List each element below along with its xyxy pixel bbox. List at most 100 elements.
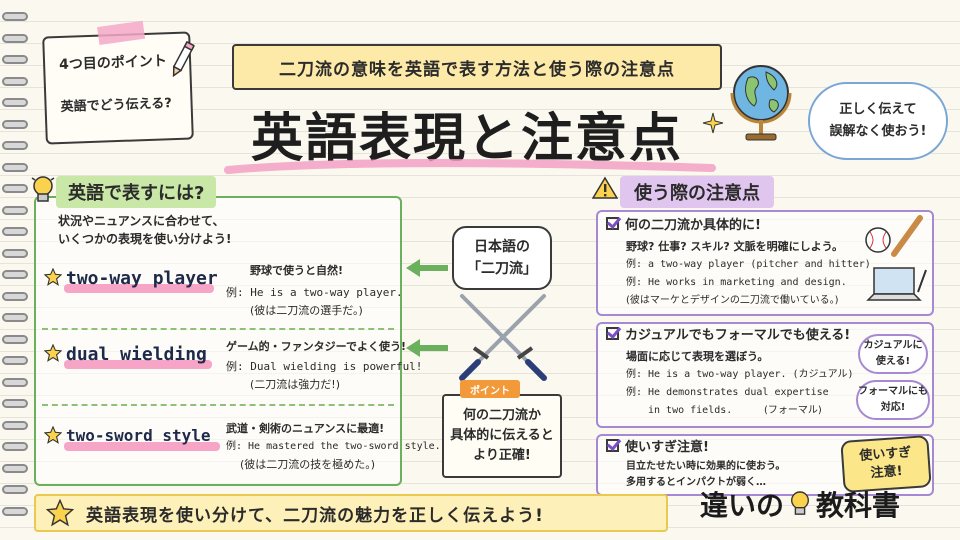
binding-ring xyxy=(2,55,28,64)
advice-bubble: 正しく伝えて 誤解なく使おう! xyxy=(808,82,948,160)
box2-line-1: 場面に応じて表現を選ぼう。 xyxy=(626,350,769,363)
binding-ring xyxy=(2,356,28,365)
binding-ring xyxy=(2,205,28,215)
logo-left: 違いの xyxy=(700,489,785,522)
divider xyxy=(42,328,394,330)
box2-title: カジュアルでもフォーマルでも使える! xyxy=(606,326,850,346)
term-highlight xyxy=(64,360,212,369)
box2-line-4-tag: (フォーマル) xyxy=(764,405,822,416)
binding-ring xyxy=(2,141,28,150)
box3-line-2: 多用するとインパクトが弱く… xyxy=(626,477,766,488)
left-heading-text: 英語で表すには? xyxy=(68,183,205,204)
japanese-term-label: 日本語の 「二刀流」 xyxy=(452,226,552,290)
binding-ring xyxy=(2,463,28,473)
binding-ring xyxy=(2,442,28,451)
left-intro: 状況やニュアンスに合わせて、 いくつかの表現を使い分けよう! xyxy=(58,212,231,248)
warning-icon xyxy=(592,176,618,199)
box3-title: 使いすぎ注意! xyxy=(606,438,709,458)
binding-ring xyxy=(2,420,28,430)
cloud1-line-1: カジュアルに xyxy=(863,340,923,351)
crossed-swords-icon xyxy=(459,294,547,381)
binding-ring xyxy=(2,248,28,258)
sparkle-icon xyxy=(702,112,724,134)
label-line-2: 「二刀流」 xyxy=(467,261,537,277)
point-tag: ポイント xyxy=(460,380,520,398)
binding-ring xyxy=(2,485,28,494)
box1-title: 何の二刀流か具体的に! xyxy=(606,216,761,236)
term-two-way-player: two-way player xyxy=(66,268,218,289)
box1-line-4: (彼はマーケとデザインの二刀流で働いている。) xyxy=(626,295,839,306)
page-title: 英語表現と注意点 xyxy=(250,108,683,169)
point-line-1: 何の二刀流か xyxy=(462,408,541,423)
divider xyxy=(42,404,394,406)
box1-line-1: 野球? 仕事? スキル? 文脈を明確にしよう。 xyxy=(626,240,843,253)
binding-ring xyxy=(2,98,28,107)
binding-ring xyxy=(2,76,28,86)
laptop-icon xyxy=(866,267,927,301)
term-1-note: 野球で使うと自然! xyxy=(250,262,343,280)
term-1-translation: (彼は二刀流の選手だ。) xyxy=(250,304,363,317)
label-line-1: 日本語の xyxy=(474,239,530,255)
footer-message: 英語表現を使い分けて、二刀流の魅力を正しく伝えよう! xyxy=(34,494,668,532)
term-3-note: 武道・剣術のニュアンスに最適! xyxy=(226,420,384,438)
logo-right: 教科書 xyxy=(816,489,901,522)
left-heading: 英語で表すには? xyxy=(56,176,217,208)
binding-ring xyxy=(2,399,28,408)
star-icon xyxy=(44,426,62,444)
box2-title-text: カジュアルでもフォーマルでも使える! xyxy=(625,328,851,343)
binding-ring xyxy=(2,119,28,129)
casual-cloud: カジュアルに 使える! xyxy=(858,334,928,374)
sticky-line-2: 英語でどう伝える? xyxy=(60,96,172,116)
term-3-example: 例: He mastered the two-sword style. xyxy=(226,441,441,452)
box1-line-2: 例: a two-way player (pitcher and hitter) xyxy=(626,259,871,270)
baseball-bat-icon xyxy=(865,215,923,257)
box2-line-4: in two fields. xyxy=(648,405,733,416)
bubble-line-2: 誤解なく使おう! xyxy=(829,124,927,139)
point-sticky-note: 4つ目のポイント 英語でどう伝える? xyxy=(42,20,196,145)
binding-ring xyxy=(2,270,28,279)
binding-ring xyxy=(2,313,28,322)
arrow-left-icon xyxy=(406,259,448,277)
term-two-sword-style: two-sword style xyxy=(66,426,211,445)
star-icon xyxy=(44,268,62,286)
subtitle-banner: 二刀流の意味を英語で表す方法と使う際の注意点 xyxy=(232,44,722,90)
intro-line-2: いくつかの表現を使い分けよう! xyxy=(58,232,232,246)
binding-ring xyxy=(2,291,28,301)
term-2-example: 例: Dual wielding is powerful! xyxy=(226,360,423,373)
term-3-note-text: 武道・剣術のニュアンスに最適! xyxy=(226,422,385,435)
english-expressions-panel xyxy=(34,196,402,486)
pencil-icon xyxy=(172,40,196,78)
term-1-note-text: 野球で使うと自然! xyxy=(250,264,344,277)
lightbulb-icon xyxy=(791,491,810,515)
term-2-note: ゲーム的・ファンタジーでよく使う! xyxy=(226,338,406,356)
footer-message-text: 英語表現を使い分けて、二刀流の魅力を正しく伝えよう! xyxy=(86,505,544,526)
box3-title-text: 使いすぎ注意! xyxy=(625,440,709,455)
binding-ring xyxy=(2,184,28,193)
checkbox-icon xyxy=(606,217,619,230)
globe-icon xyxy=(730,65,792,141)
tape-decoration xyxy=(97,20,146,45)
box1-line-3: 例: He works in marketing and design. xyxy=(626,277,847,288)
term-1-example: 例: He is a two-way player. xyxy=(226,286,403,299)
term-3-translation: (彼は二刀流の技を極めた。) xyxy=(240,458,376,471)
binding-ring xyxy=(2,12,28,21)
term-highlight xyxy=(64,284,214,293)
spiral-binding xyxy=(2,12,28,532)
right-heading: 使う際の注意点 xyxy=(620,176,774,208)
box2-line-3: 例: He demonstrates dual expertise xyxy=(626,387,829,398)
point-line-3: より正確! xyxy=(473,448,531,463)
cloud2-line-2: 対応! xyxy=(880,402,906,413)
lightbulb-icon xyxy=(31,176,55,202)
term-dual-wielding: dual wielding xyxy=(66,344,207,365)
checkbox-icon xyxy=(606,439,619,452)
title-underline xyxy=(224,159,716,174)
checkbox-icon xyxy=(606,327,619,340)
binding-ring xyxy=(2,227,28,236)
cloud2-line-1: フォーマルにも xyxy=(858,386,928,397)
term-2-translation: (二刀流は強力だ!) xyxy=(250,378,340,391)
cloud1-line-2: 使える! xyxy=(875,356,911,367)
formal-cloud: フォーマルにも 対応! xyxy=(856,380,930,420)
point-line-2: 具体的に伝えると xyxy=(450,428,554,443)
sticky-line-1: 4つ目のポイント xyxy=(58,53,168,74)
box2-line-2: 例: He is a two-way player. (カジュアル) xyxy=(626,369,854,380)
